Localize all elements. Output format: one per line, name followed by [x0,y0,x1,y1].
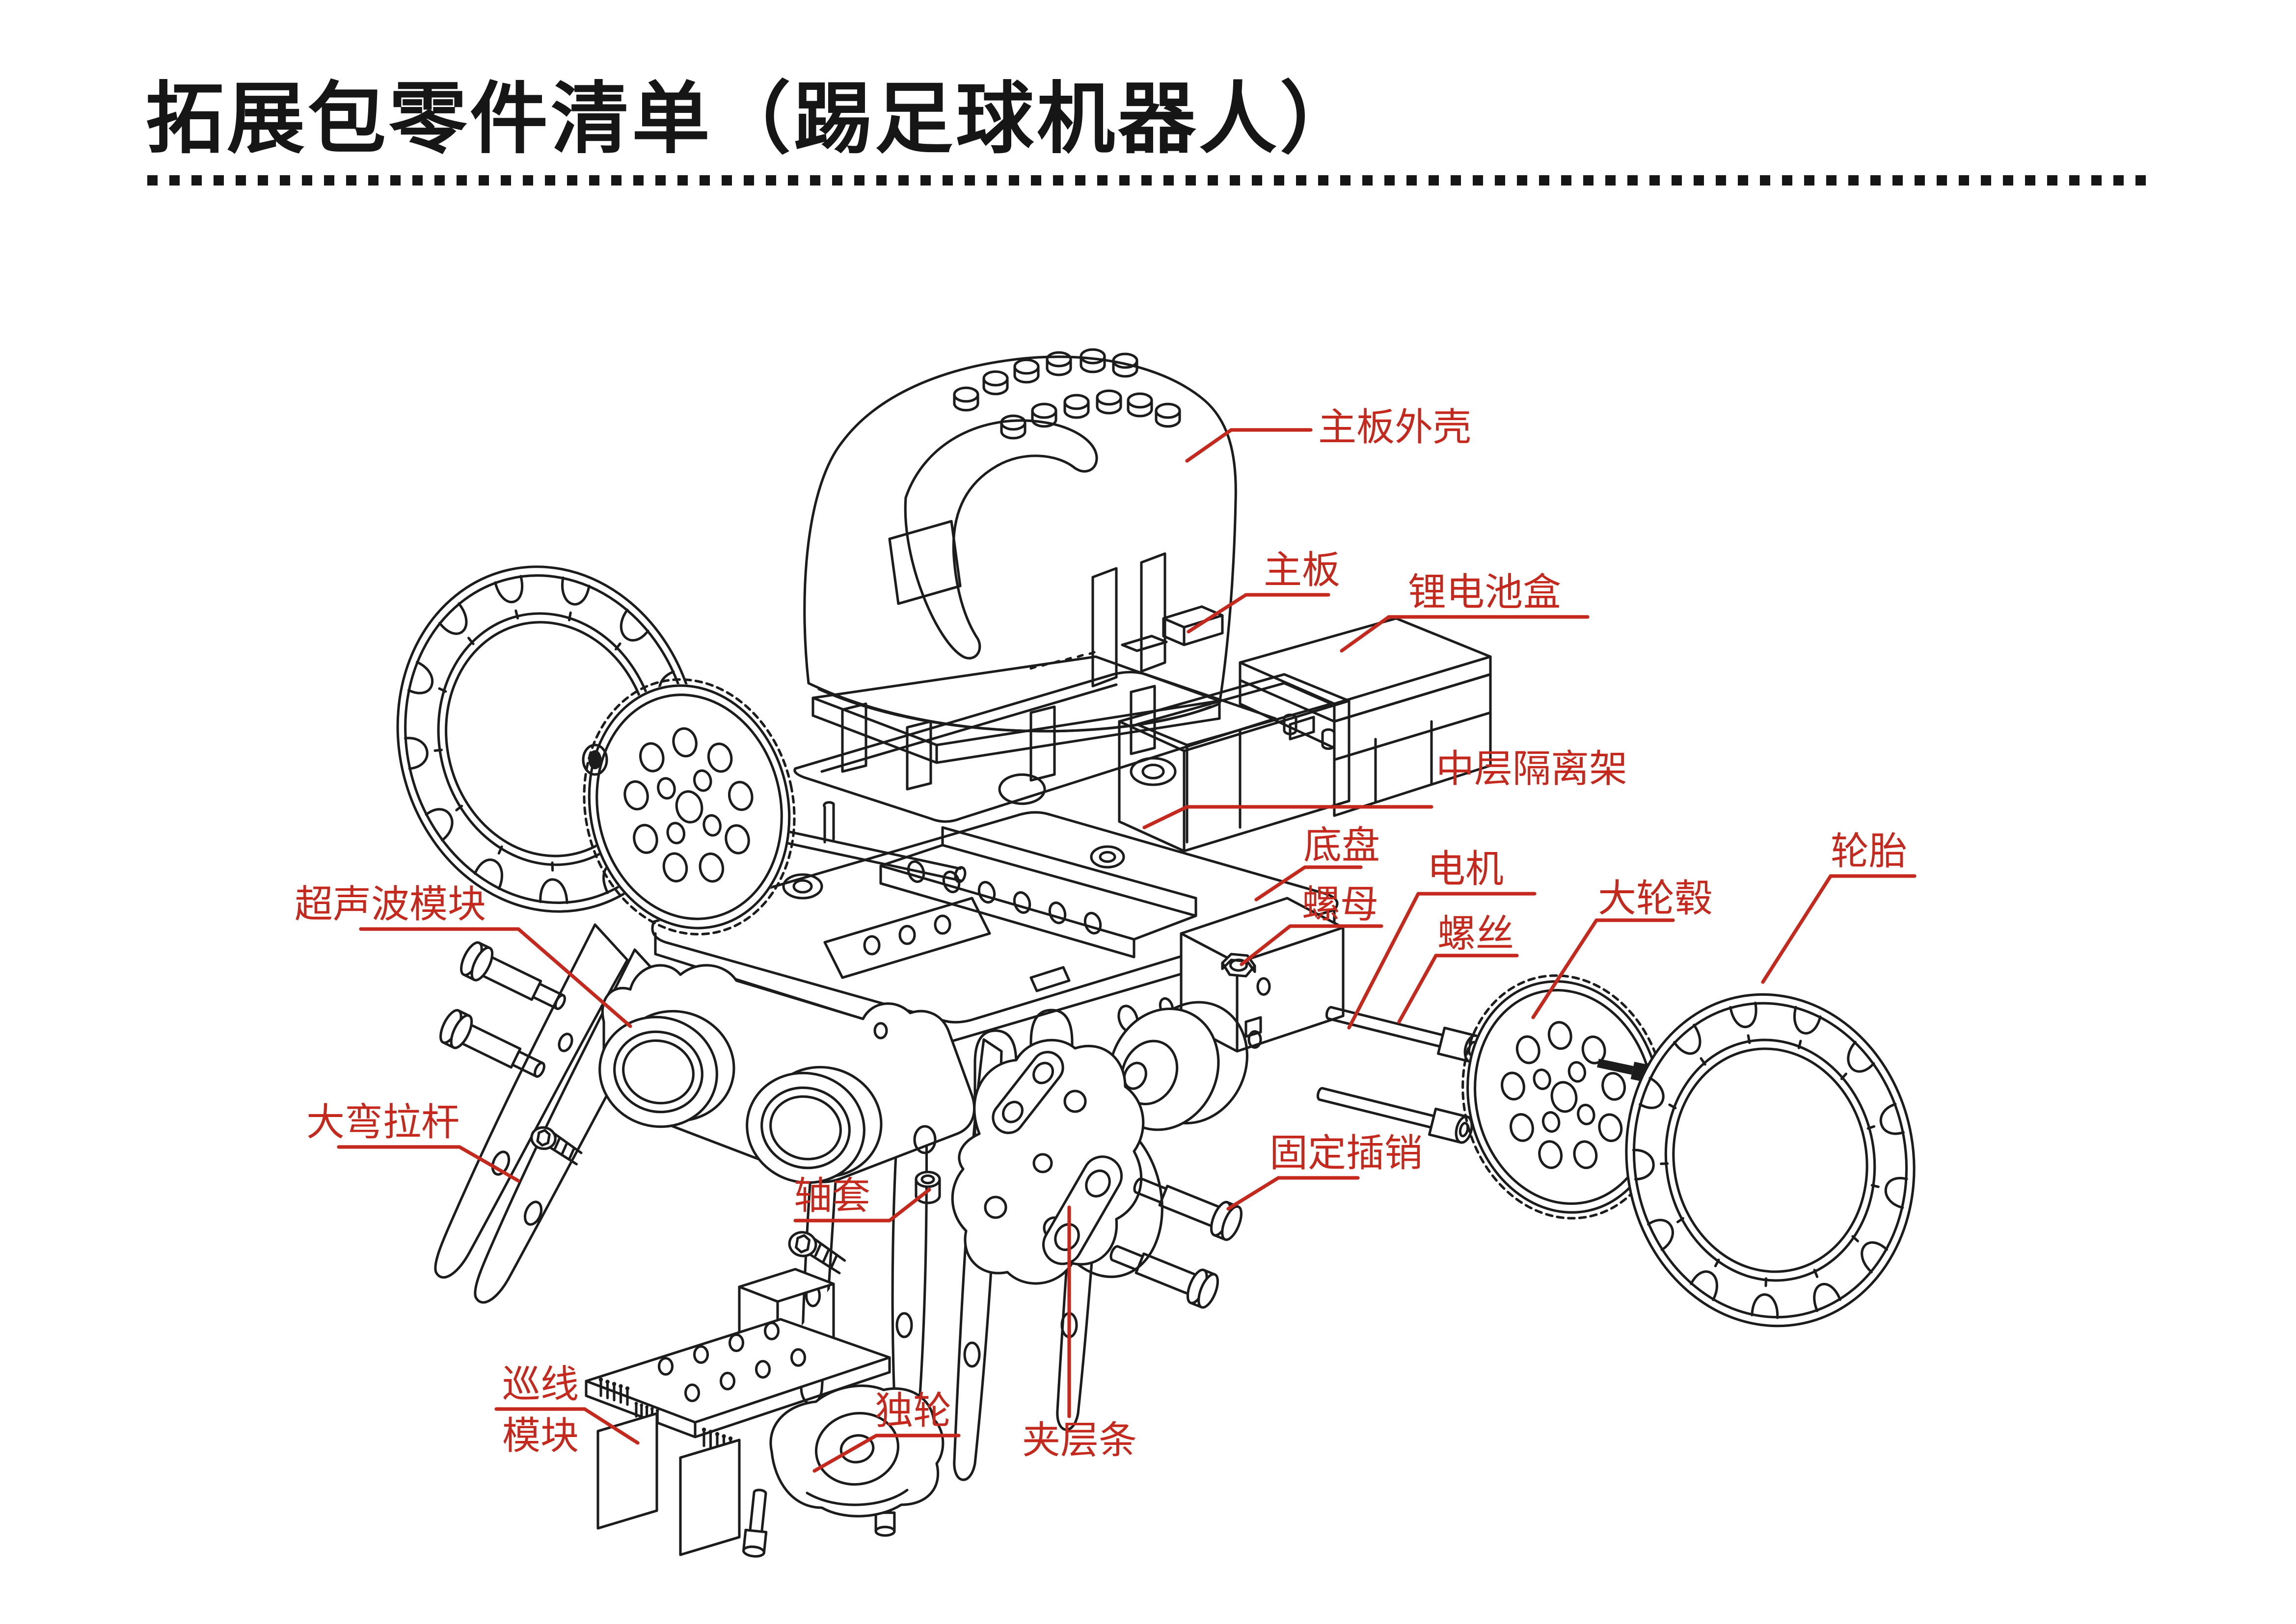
title-dotted-rule [147,175,2156,186]
leader-mainboard-shell [1185,428,1313,463]
leader-fixing-pin [1226,1176,1360,1211]
leader-mainboard [1187,593,1330,634]
bent-rod-left-drawing [435,925,667,1303]
leader-shaft-sleeve [793,1188,931,1223]
label-battery-box: 锂电池盒 [1408,571,1562,615]
leader-ultrasonic [359,927,632,1028]
mainboard-shell-drawing [805,349,1236,731]
leader-motor [1347,892,1537,1030]
leader-big-wheel-hub [1531,918,1675,1019]
label-ultrasonic-module: 超声波模块 [295,883,486,928]
label-motor: 电机 [1427,848,1504,892]
leader-single-wheel [812,1434,961,1473]
label-mainboard-shell: 主板外壳 [1318,406,1472,451]
axle-end-cap-dark [588,750,602,770]
leader-screw [1397,954,1519,1024]
line-patrol-module-drawing [586,1269,894,1557]
socket-screw-drawing [786,1230,848,1274]
leader-tire [1761,874,1917,984]
leader-line-patrol [494,1407,640,1445]
page-title: 拓展包零件清单（踢足球机器人） [146,75,1361,165]
label-big-bent-rod: 大弯拉杆 [306,1101,460,1145]
label-line-patrol-line1: 巡线 [502,1363,579,1408]
label-shaft-sleeve: 轴套 [794,1175,871,1219]
label-screw: 螺丝 [1437,913,1514,957]
leader-chassis [1254,865,1363,902]
middle-frame-drawing [795,672,1349,852]
label-nut: 螺母 [1302,883,1379,928]
tire-right-drawing [1600,972,1940,1349]
ultrasonic-module-drawing [587,965,974,1200]
sandwich-strip-drawing [952,1040,1179,1290]
label-chassis: 底盘 [1303,825,1380,869]
label-mainboard: 主板 [1264,549,1341,593]
label-tire: 轮胎 [1831,830,1908,875]
label-big-wheel-hub: 大轮毂 [1598,878,1713,922]
label-single-wheel: 独轮 [875,1390,952,1434]
leader-lines [337,428,1917,1473]
motor-drawing [1090,898,1343,1157]
label-line-patrol-line2: 模块 [502,1415,579,1459]
label-middle-frame: 中层隔离架 [1436,748,1628,792]
leader-battery-box [1340,615,1590,653]
leader-bent-rod [337,1145,520,1183]
single-wheel-drawing [771,1386,943,1517]
wheel-hub-left-drawing [561,660,818,954]
axle-end-cap [583,745,607,774]
leader-nut [1240,924,1383,966]
label-fixing-pin: 固定插销 [1270,1132,1423,1176]
label-sandwich-strip: 夹层条 [1022,1419,1137,1464]
socket-screw-left-drawing [528,1126,584,1165]
leader-middle-frame [1142,805,1433,829]
